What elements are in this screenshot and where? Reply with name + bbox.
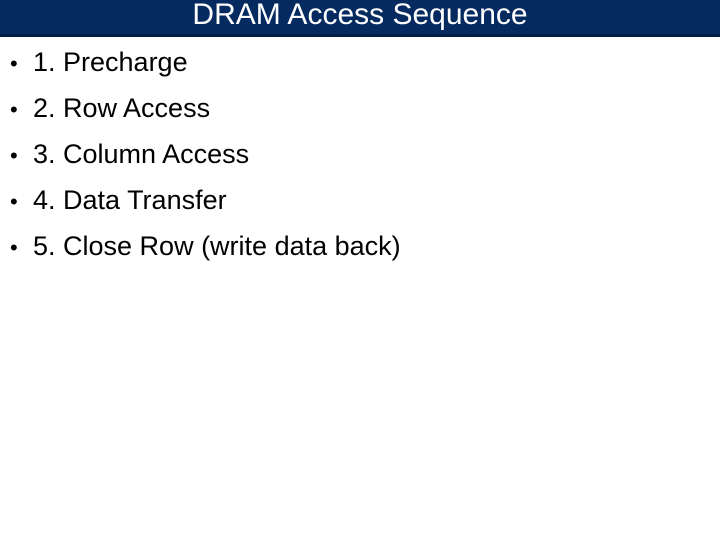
list-item: • 4. Data Transfer (0, 182, 720, 228)
bullet-icon: • (10, 51, 18, 76)
bullet-icon: • (10, 97, 18, 122)
list-item-label: 5. Close Row (write data back) (33, 231, 401, 261)
bullet-icon: • (10, 235, 18, 260)
list-item-label: 2. Row Access (33, 93, 211, 123)
list-item-label: 3. Column Access (33, 139, 250, 169)
bullet-icon: • (10, 189, 18, 214)
list-item-label: 1. Precharge (33, 47, 188, 77)
list-item: • 2. Row Access (0, 90, 720, 136)
list-item-label: 4. Data Transfer (33, 185, 227, 215)
list-item: • 1. Precharge (0, 44, 720, 90)
slide-title-bar: DRAM Access Sequence (0, 0, 720, 37)
bullet-icon: • (10, 143, 18, 168)
bullet-list: • 1. Precharge • 2. Row Access • 3. Colu… (0, 44, 720, 274)
slide-title: DRAM Access Sequence (192, 0, 528, 31)
list-item: • 5. Close Row (write data back) (0, 228, 720, 274)
list-item: • 3. Column Access (0, 136, 720, 182)
